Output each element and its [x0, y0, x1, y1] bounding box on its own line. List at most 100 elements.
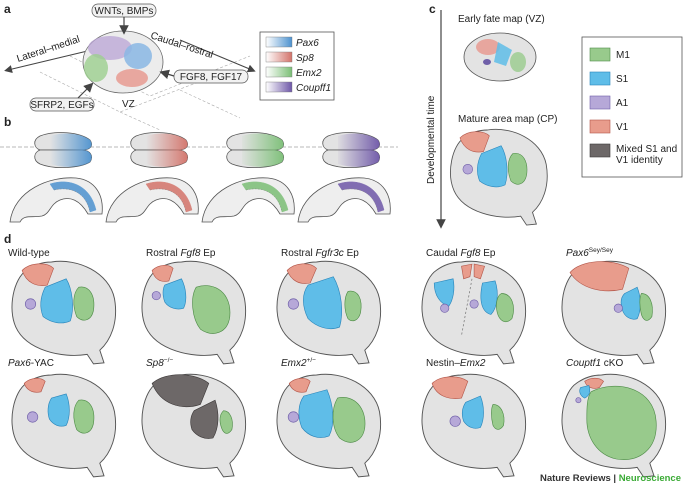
region-a1	[27, 411, 39, 423]
gene-column-sp8	[105, 132, 199, 223]
region-a1	[575, 397, 582, 404]
vz-dotted-line	[341, 188, 379, 213]
early-fate-map	[463, 32, 537, 82]
region-m1	[491, 404, 505, 430]
region-v1	[286, 263, 317, 284]
region-a1	[287, 411, 299, 423]
legend-swatch-m1	[589, 47, 611, 62]
brain-rostral-fgf8-ep	[141, 260, 247, 365]
dorsal-expression-lower	[242, 150, 284, 167]
region-v1-duplicate	[473, 263, 486, 280]
dorsal-expression-lower	[50, 150, 92, 167]
legend-swatch-s1	[589, 71, 611, 86]
panel-label-a: a	[4, 2, 11, 16]
legend-label-coupff1: Coupff1	[296, 83, 331, 94]
gene-column-pax6	[9, 132, 103, 223]
region-v1	[288, 378, 311, 393]
region-a1	[24, 298, 37, 310]
credit-section: Neuroscience	[619, 473, 681, 484]
condition-label-row2-2: Emx2+/−	[281, 357, 316, 369]
signal-top-label: WNTs, BMPs	[95, 6, 154, 17]
region-m1	[639, 293, 653, 321]
legend-swatch-v1	[589, 119, 611, 134]
region-s1	[433, 278, 455, 307]
signal-right-label: FGF8, FGF17	[180, 72, 243, 83]
credit-separator: |	[611, 473, 619, 484]
region-v1	[461, 263, 473, 280]
sagittal-expression-band	[337, 181, 385, 213]
vz-pax6-domain	[124, 43, 152, 69]
region-m1	[507, 153, 528, 185]
legend-label-m1: M1	[616, 50, 630, 61]
region-m1	[73, 286, 95, 321]
condition-label-row1-1: Rostral Fgf8 Ep	[146, 248, 216, 259]
region-v1	[151, 265, 174, 282]
dorsal-expression-upper	[50, 133, 92, 150]
region-mixed-s1-v1-lower	[190, 399, 219, 439]
panel-label-b: b	[4, 115, 11, 129]
region-s1	[298, 389, 334, 438]
region-s1	[162, 278, 187, 310]
brain-sp8-null	[141, 373, 247, 478]
early-m1-domain	[510, 52, 526, 72]
region-m1	[496, 293, 514, 323]
vz-label: VZ	[122, 99, 135, 110]
legend-label-pax6: Pax6	[296, 38, 319, 49]
region-v1	[431, 376, 469, 399]
dorsal-expression-upper	[338, 133, 380, 150]
region-v1	[23, 378, 46, 393]
brain-nestin-emx2	[421, 373, 527, 478]
condition-label-row2-4: Couptf1 cKO	[566, 358, 623, 369]
region-mixed-s1-v1	[151, 374, 210, 408]
dorsal-expression-upper	[242, 133, 284, 150]
panel-a-schematic: Lateral–medial Caudal–rostral WNTs, BMPs…	[4, 3, 256, 131]
panel-a-legend: Pax6 Sp8 Emx2 Coupff1	[259, 31, 335, 101]
panel-c-legend: M1 S1 A1 V1 Mixed S1 and V1 identity	[581, 36, 683, 178]
vz-dotted-line	[53, 188, 91, 213]
region-v1	[21, 263, 54, 286]
legend-label-sp8: Sp8	[296, 53, 314, 64]
signal-left-label: SFRP2, EGFs	[30, 100, 93, 111]
region-s1	[47, 393, 70, 427]
region-s1-duplicate	[480, 280, 498, 315]
region-a1	[462, 164, 473, 175]
signal-box-left	[29, 97, 95, 112]
legend-swatch-pax6	[265, 36, 293, 48]
brain-pax6-yac	[11, 373, 117, 478]
early-map-label: Early fate map (VZ)	[458, 14, 545, 25]
mature-hemisphere	[450, 128, 548, 226]
region-a1-duplicate	[469, 299, 479, 309]
gene-column-coupff1	[297, 132, 391, 223]
signal-right-arrow	[159, 69, 175, 79]
condition-label-row1-2: Rostral Fgfr3c Ep	[281, 248, 359, 259]
vz-sp8-domain	[116, 69, 148, 87]
region-m1	[219, 410, 233, 434]
legend-swatch-a1	[589, 95, 611, 110]
mature-area-map	[450, 128, 548, 226]
sagittal-expression-band	[145, 181, 193, 213]
brain-rostral-fgfr3c-ep	[276, 260, 382, 365]
legend-label-mixed: Mixed S1 and V1 identity	[616, 144, 680, 166]
dorsal-expression-upper	[146, 133, 188, 150]
brain-pax6-sey	[561, 260, 667, 365]
credit-line: Nature Reviews | Neuroscience	[540, 473, 681, 484]
vz-dashed-grid	[39, 55, 251, 131]
legend-swatch-coupff1	[265, 81, 293, 93]
region-a1	[449, 415, 461, 427]
condition-label-row1-3: Caudal Fgf8 Ep	[426, 248, 496, 259]
brain-caudal-fgf8-ep	[421, 260, 527, 365]
region-m1	[332, 397, 366, 443]
lateral-medial-arrow	[4, 47, 101, 73]
panel-label-c: c	[429, 2, 436, 16]
region-a1	[440, 303, 450, 313]
early-s1-domain	[494, 42, 512, 66]
region-m1	[344, 290, 362, 322]
sagittal-expression-band	[49, 181, 97, 213]
condition-label-row2-1: Sp8−/−	[146, 357, 173, 369]
region-m1	[586, 385, 657, 461]
legend-swatch-mixed	[589, 143, 611, 158]
region-a1	[287, 298, 299, 310]
region-a1	[613, 303, 623, 313]
